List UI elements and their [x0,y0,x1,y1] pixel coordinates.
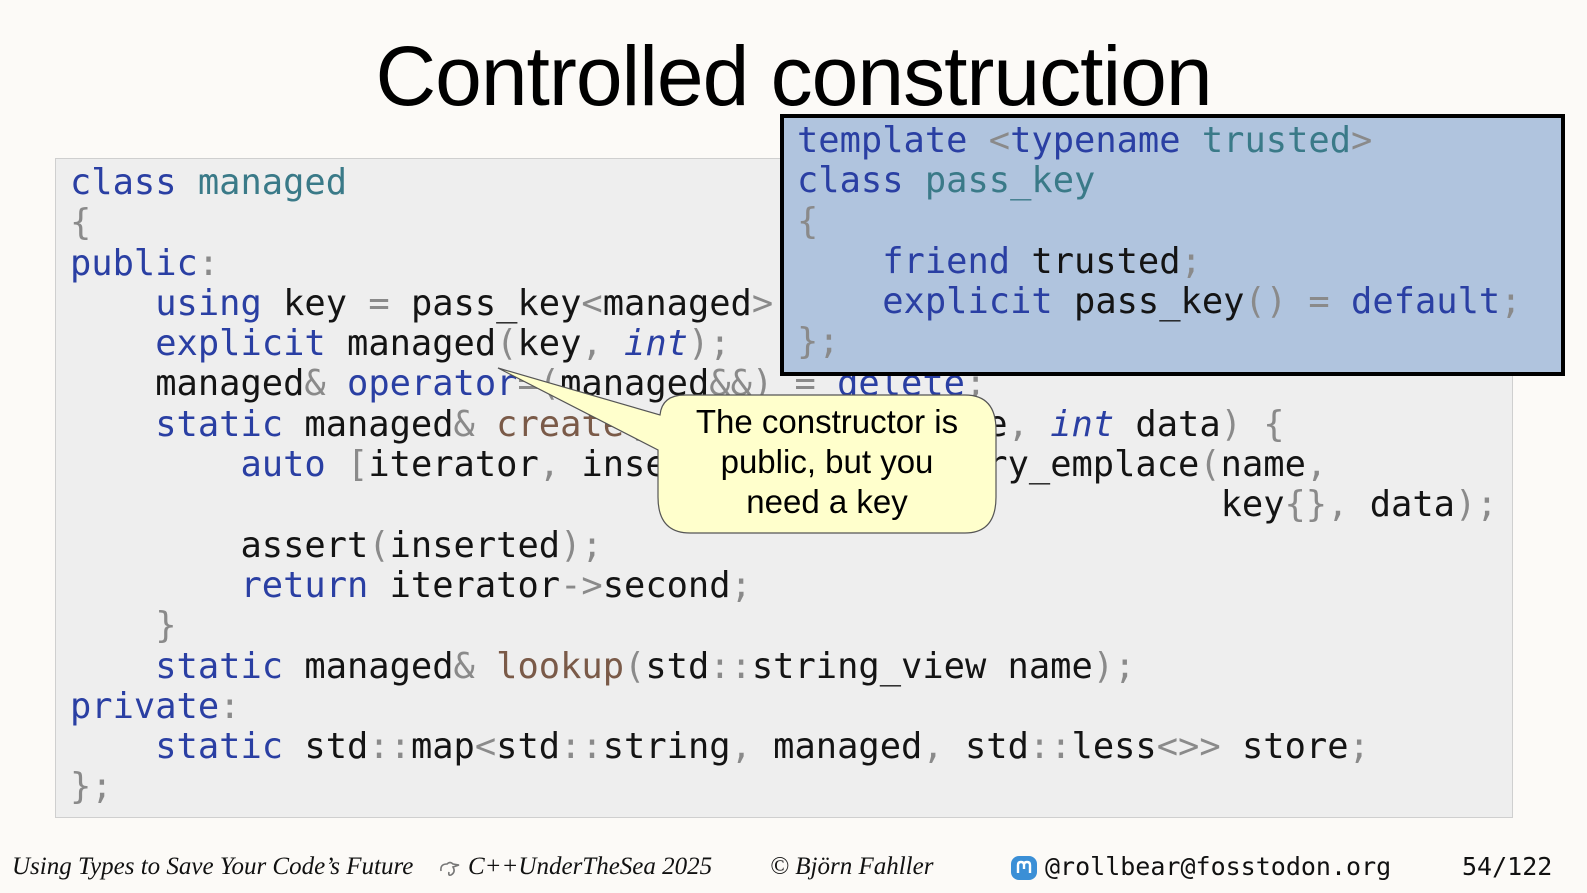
code-line: { [797,200,819,242]
code-line: template <typename trusted> [797,120,1373,161]
seahorse-icon [440,862,460,877]
footer-copyright: © Björn Fahller [770,853,934,880]
code-line: { [70,202,92,244]
code-line: static std::map<std::string, managed, st… [155,726,1370,768]
mastodon-badge [1010,850,1038,884]
code-line: }; [797,321,840,363]
code-line: assert(inserted); [70,524,603,566]
footer-talk-title: Using Types to Save Your Code’s Future [12,853,414,880]
code-line: class pass_key [797,160,1096,202]
page-counter: 54/122 [1462,852,1553,881]
pass-key-overlay-panel [780,114,1565,376]
conference-logo [438,850,462,884]
code-line: class managed [70,162,348,203]
slide-title: Controlled construction [375,29,1212,123]
callout-text: The constructor is public, but you need … [660,402,994,522]
callout-line: The constructor is [695,403,959,440]
callout-line: public, but you [720,443,934,480]
code-line: private: [70,685,241,727]
callout-line: need a key [746,483,908,520]
code-line: friend trusted; [882,240,1202,282]
code-line: key{}, data); [1220,484,1498,526]
footer-mastodon-handle[interactable]: @rollbear@fosstodon.org [1045,852,1392,881]
code-line: }; [70,766,113,808]
code-line: explicit managed(key, int); [155,323,731,365]
mastodon-icon [1011,856,1037,881]
code-line: public: [70,242,220,284]
main-code-listing: class managed { public: using key = pass… [70,162,1498,808]
pass-key-code-listing: template <typename trusted> class pass_k… [797,120,1522,363]
code-line: } [155,605,177,647]
code-line: explicit pass_key() = default; [882,281,1522,323]
code-line: return iterator->second; [240,564,752,606]
footer-conference: C++UnderTheSea 2025 [468,853,713,880]
code-line: static managed& lookup(std::string_view … [155,645,1136,687]
